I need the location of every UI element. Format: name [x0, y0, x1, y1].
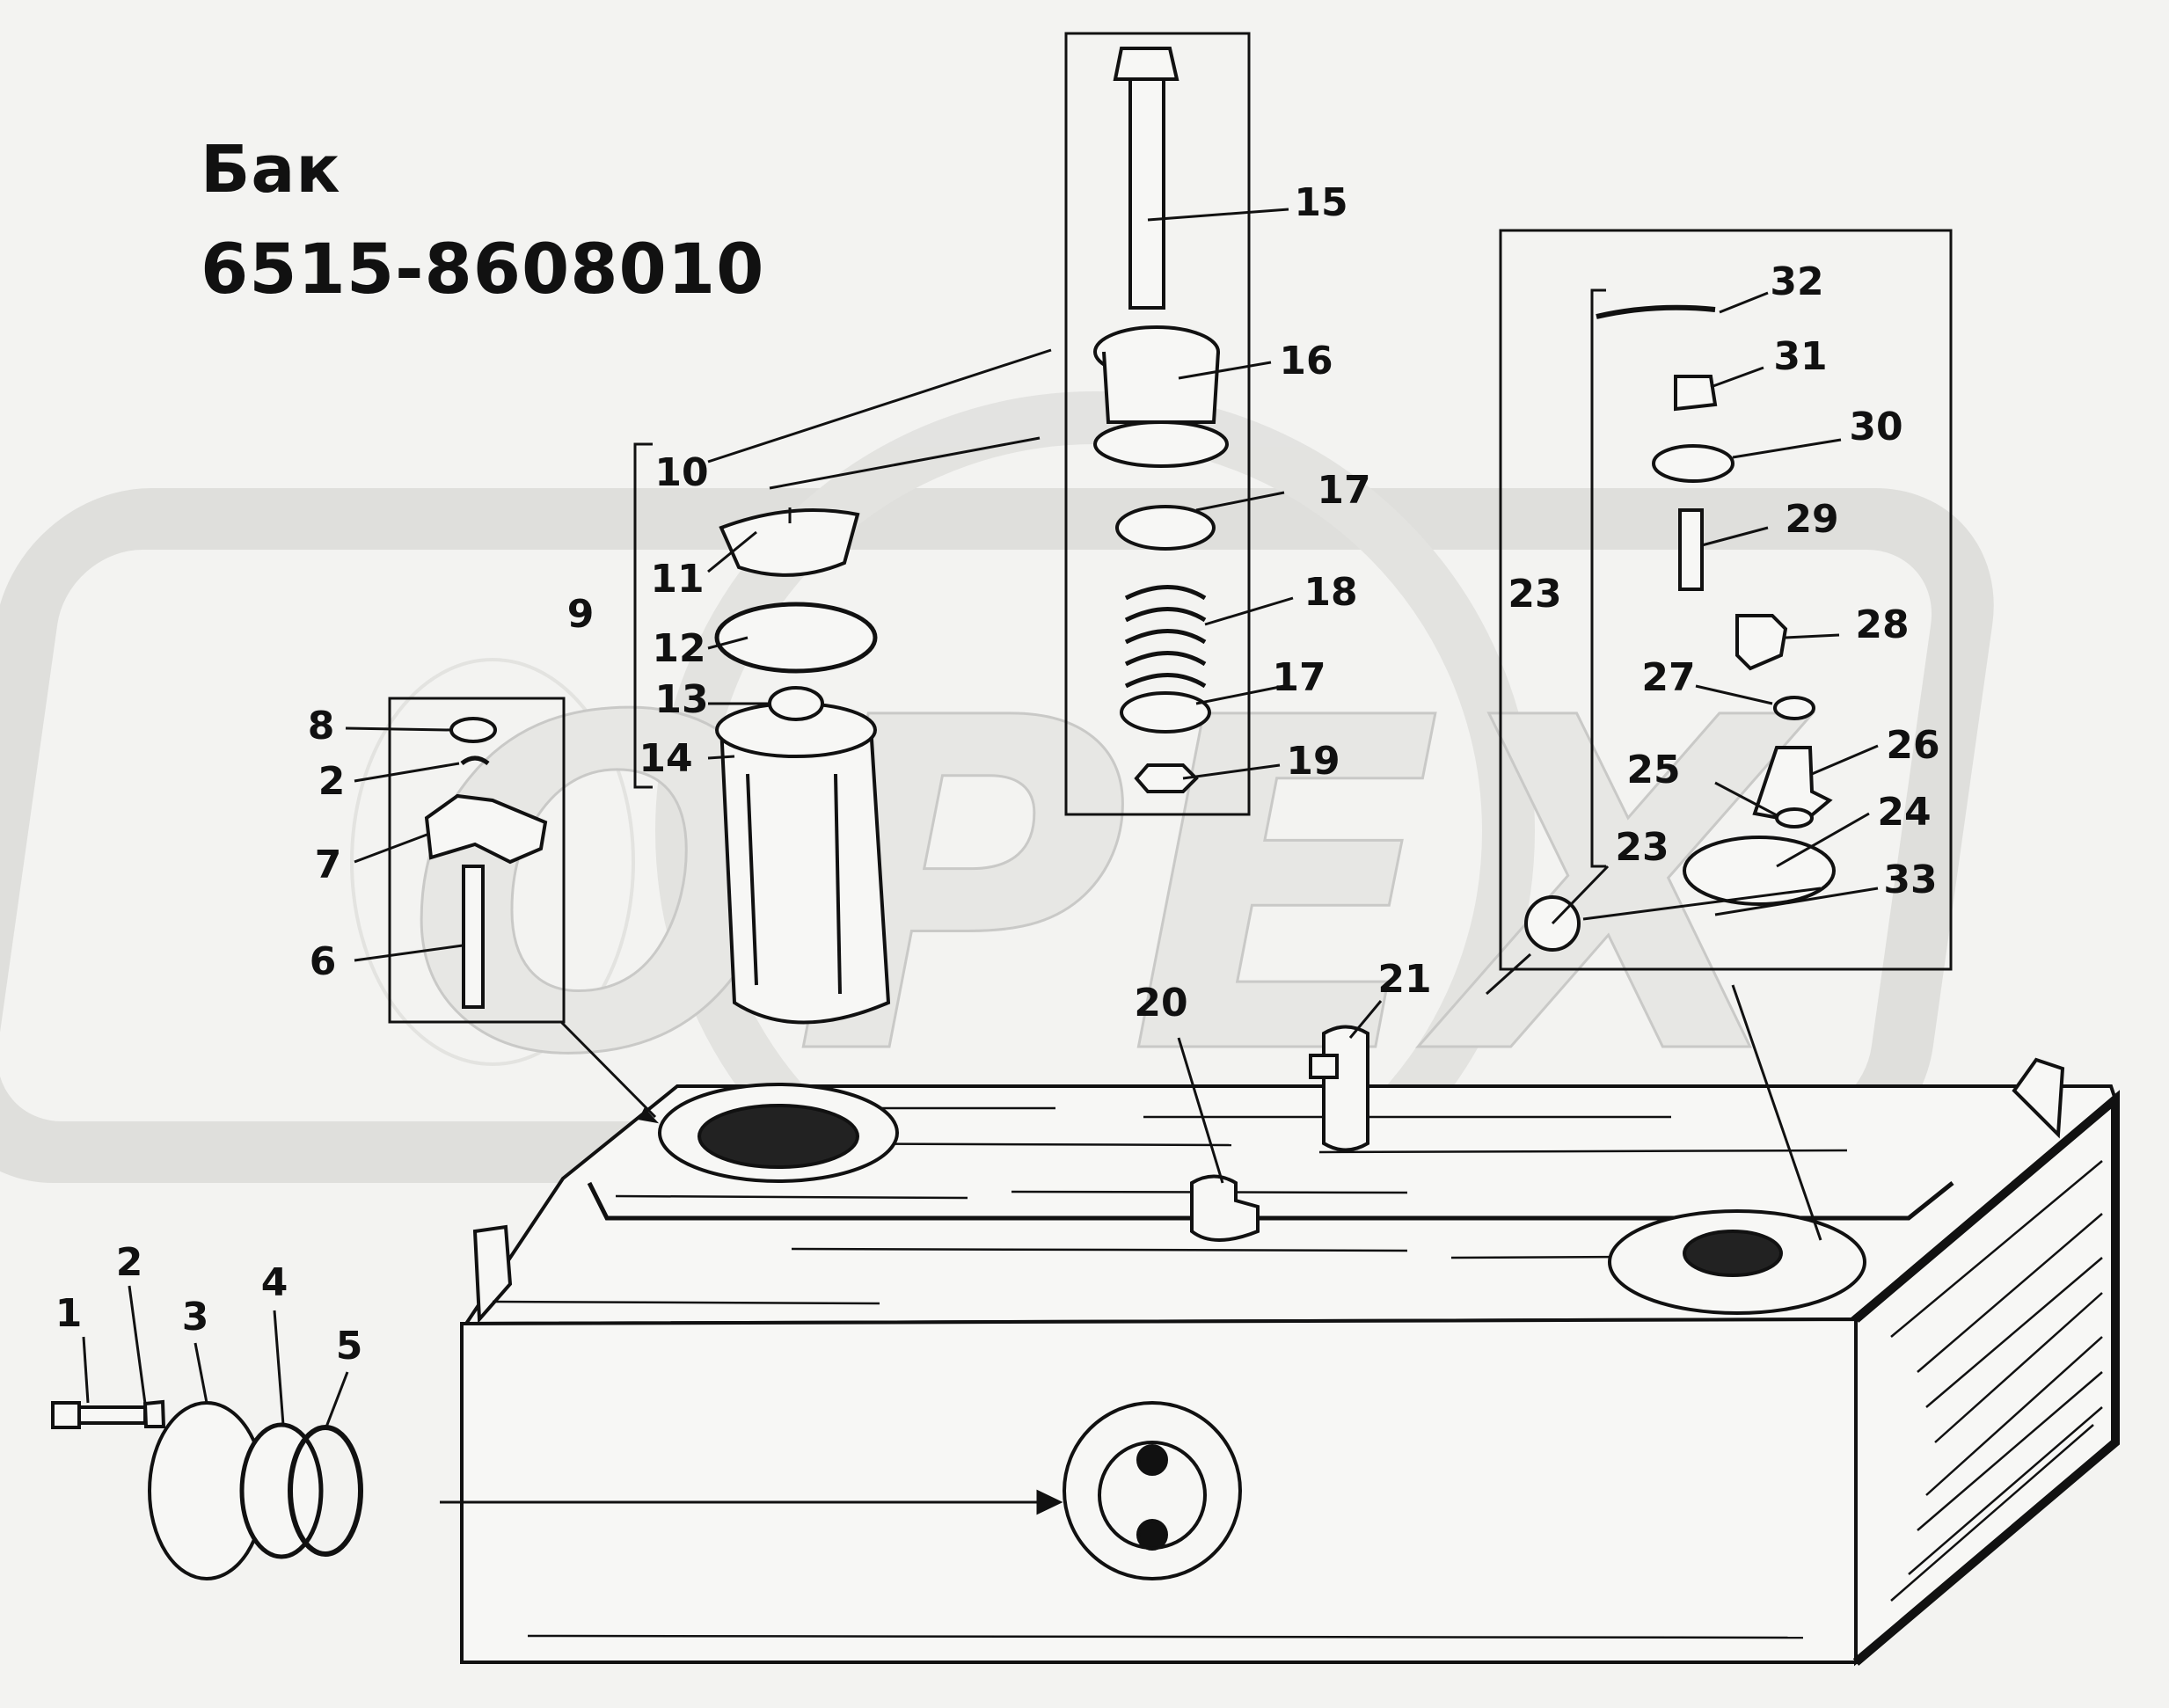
part-castle-nut-31: [1674, 375, 1718, 412]
callout-19: 19: [1286, 739, 1340, 784]
part-fitting-28: [1735, 614, 1788, 671]
callout-4: 4: [261, 1260, 288, 1305]
watermark-text: OPEX: [405, 622, 1813, 1155]
callout-20: 20: [1134, 981, 1187, 1026]
callout-32: 32: [1770, 259, 1823, 304]
callout-3: 3: [182, 1295, 209, 1339]
callout-24: 24: [1877, 790, 1931, 835]
callout-5: 5: [336, 1324, 363, 1369]
side-port-hole-bottom: [1136, 1519, 1168, 1551]
part-spring-18: [1124, 585, 1207, 689]
callout-18: 18: [1304, 570, 1357, 615]
callout-25: 25: [1626, 748, 1680, 792]
drain-plug: [1190, 1174, 1260, 1242]
callout-16: 16: [1279, 339, 1333, 383]
callout-29: 29: [1785, 497, 1838, 542]
callout-15: 15: [1294, 180, 1347, 225]
part-lockwasher-2: [460, 755, 490, 766]
watermark-logo: OPEX: [0, 391, 1994, 1271]
callout-8: 8: [308, 704, 335, 748]
callout-2-bracket: 2: [318, 759, 346, 804]
callout-17-upper: 17: [1317, 468, 1370, 513]
sensor-center: [1683, 1230, 1783, 1277]
part-nut-19: [1134, 763, 1199, 793]
callout-2-side: 2: [116, 1240, 143, 1285]
tank-end-plate: [1852, 1090, 2120, 1666]
part-washer-17a: [1115, 505, 1216, 551]
callout-6: 6: [310, 939, 337, 984]
part-valve-21: [1309, 1025, 1369, 1152]
diagram-title: Бак: [201, 132, 341, 208]
frame-filler-assembly: [1064, 32, 1251, 816]
filler-neck-opening: [697, 1104, 859, 1169]
callout-10: 10: [654, 450, 708, 495]
callout-17-lower: 17: [1272, 655, 1326, 700]
part-filler-neck-14: [715, 702, 891, 1025]
part-elbow-26: [1752, 746, 1833, 825]
callout-12: 12: [652, 626, 705, 671]
part-plate-11: [719, 508, 860, 577]
part-stud-6: [462, 865, 485, 1009]
part-gauge-4: [239, 1422, 324, 1559]
part-nut-13: [768, 686, 824, 721]
bracket-23: [1590, 288, 1606, 868]
callout-7: 7: [315, 843, 342, 887]
callout-31: 31: [1773, 334, 1827, 379]
part-ring-12: [714, 602, 878, 674]
callout-33: 33: [1883, 858, 1937, 902]
part-cotter-pin-32: [1596, 304, 1716, 319]
callout-13: 13: [654, 677, 708, 722]
part-clamp-7: [424, 793, 548, 865]
callout-28: 28: [1855, 602, 1909, 647]
frame-bracket-assembly: [388, 697, 566, 1024]
callout-9: 9: [567, 592, 595, 637]
part-gasket-27: [1773, 696, 1815, 720]
callout-23-bracket: 23: [1508, 572, 1561, 617]
callout-23-plug: 23: [1615, 825, 1669, 870]
callout-27: 27: [1641, 655, 1695, 700]
part-cap-16: [1093, 325, 1229, 468]
callout-30: 30: [1849, 405, 1902, 449]
callout-21: 21: [1377, 957, 1431, 1002]
part-washer-2: [142, 1399, 166, 1428]
tank-bracket-right: [2012, 1057, 2065, 1139]
leader-lines: [82, 208, 1879, 1515]
tank-bracket-left: [472, 1224, 513, 1325]
bracket-9: [633, 442, 653, 789]
part-washer-25: [1775, 807, 1814, 828]
part-number: 6515-8608010: [201, 230, 765, 310]
part-bolt-15: [1113, 47, 1179, 310]
part-washer-30: [1652, 444, 1734, 483]
callout-11: 11: [650, 557, 704, 602]
fuel-tank: [460, 1057, 2120, 1667]
part-bolt-1: [51, 1401, 147, 1429]
group-frames: [388, 32, 1953, 1024]
side-port-hole-top: [1136, 1444, 1168, 1476]
frame-valve-assembly: [1499, 229, 1953, 971]
callout-labels: 1 2 2 3 4 5 6 7 8 9 10 11 12 13 14 15 16…: [55, 180, 1940, 1369]
part-nut-8: [449, 717, 497, 743]
part-washer-17b: [1120, 691, 1211, 734]
callout-14: 14: [639, 736, 692, 781]
callout-26: 26: [1886, 723, 1939, 768]
callout-1: 1: [55, 1291, 83, 1336]
part-bolt-29: [1678, 508, 1704, 591]
